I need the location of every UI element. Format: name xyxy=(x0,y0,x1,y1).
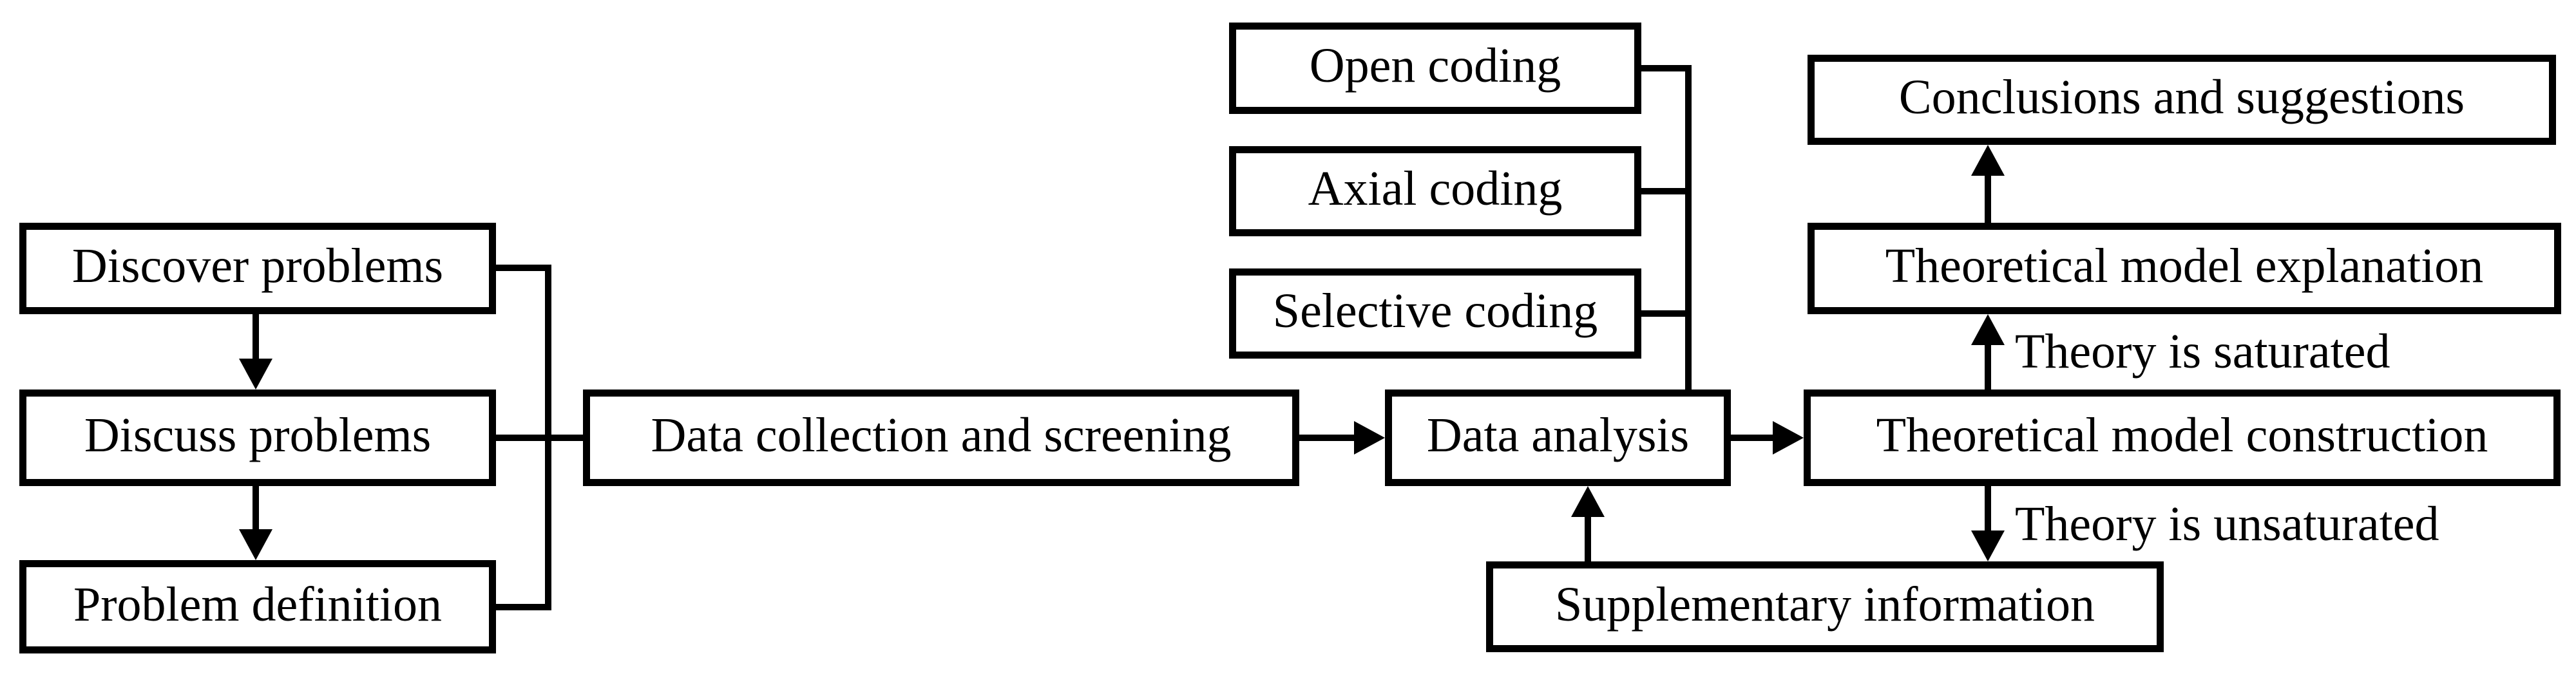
box-selective-coding: Selective coding xyxy=(1229,268,1641,359)
arrow-data-analysis-to-construction-arrowhead xyxy=(1773,421,1804,455)
box-conclusions-suggestions: Conclusions and suggestions xyxy=(1808,55,2556,145)
box-discover-problems-label: Discover problems xyxy=(72,239,444,293)
arrow-construction-to-explanation-shaft xyxy=(1985,345,1991,390)
connector-axial-coding-stub xyxy=(1641,188,1692,194)
box-problem-definition: Problem definition xyxy=(19,560,496,653)
edge-label-theory-unsaturated: Theory is unsaturated xyxy=(2015,497,2439,551)
arrow-data-analysis-to-construction-shaft xyxy=(1731,435,1773,441)
edge-label-theory-saturated: Theory is saturated xyxy=(2015,324,2390,379)
connector-coding-bracket-vertical xyxy=(1685,65,1692,390)
arrow-discuss-to-problem-definition-arrowhead xyxy=(239,529,272,560)
arrow-construction-to-supplementary-arrowhead xyxy=(1971,530,2005,561)
box-theoretical-model-construction: Theoretical model construction xyxy=(1804,390,2561,486)
box-supplementary-information-label: Supplementary information xyxy=(1555,577,2095,632)
arrow-construction-to-explanation-arrowhead xyxy=(1971,314,2005,345)
arrow-discuss-to-problem-definition-shaft xyxy=(253,486,259,529)
connector-discover-bracket-stub xyxy=(496,265,551,271)
arrow-explanation-to-conclusions-shaft xyxy=(1985,176,1991,223)
box-open-coding: Open coding xyxy=(1229,23,1641,114)
connector-problem-definition-bracket-stub xyxy=(496,604,551,610)
box-data-analysis-label: Data analysis xyxy=(1426,408,1690,462)
box-axial-coding: Axial coding xyxy=(1229,146,1641,236)
connector-open-coding-stub xyxy=(1641,65,1692,71)
box-data-analysis: Data analysis xyxy=(1385,390,1731,486)
box-discuss-problems-label: Discuss problems xyxy=(84,408,432,462)
box-problem-definition-label: Problem definition xyxy=(73,577,443,632)
box-data-collection-screening: Data collection and screening xyxy=(583,390,1299,486)
arrow-data-collection-to-data-analysis-shaft xyxy=(1299,435,1354,441)
box-data-collection-screening-label: Data collection and screening xyxy=(651,408,1232,462)
box-theoretical-model-explanation: Theoretical model explanation xyxy=(1808,223,2561,314)
connector-discuss-to-data-collection xyxy=(496,435,583,441)
box-axial-coding-label: Axial coding xyxy=(1308,162,1563,216)
box-supplementary-information: Supplementary information xyxy=(1486,561,2164,652)
arrow-data-collection-to-data-analysis-arrowhead xyxy=(1354,421,1385,455)
connector-selective-coding-stub xyxy=(1641,310,1692,317)
box-theoretical-model-explanation-label: Theoretical model explanation xyxy=(1885,239,2484,293)
arrow-explanation-to-conclusions-arrowhead xyxy=(1971,145,2005,176)
arrow-supplementary-to-data-analysis-arrowhead xyxy=(1571,486,1605,517)
arrow-discover-to-discuss-shaft xyxy=(253,314,259,359)
arrow-construction-to-supplementary-shaft xyxy=(1985,486,1991,530)
box-discover-problems: Discover problems xyxy=(19,223,496,314)
box-theoretical-model-construction-label: Theoretical model construction xyxy=(1876,408,2488,462)
box-open-coding-label: Open coding xyxy=(1309,39,1561,93)
box-selective-coding-label: Selective coding xyxy=(1272,284,1598,338)
box-conclusions-suggestions-label: Conclusions and suggestions xyxy=(1898,70,2465,124)
arrow-discover-to-discuss-arrowhead xyxy=(239,359,272,390)
box-discuss-problems: Discuss problems xyxy=(19,390,496,486)
arrow-supplementary-to-data-analysis-shaft xyxy=(1585,517,1591,561)
